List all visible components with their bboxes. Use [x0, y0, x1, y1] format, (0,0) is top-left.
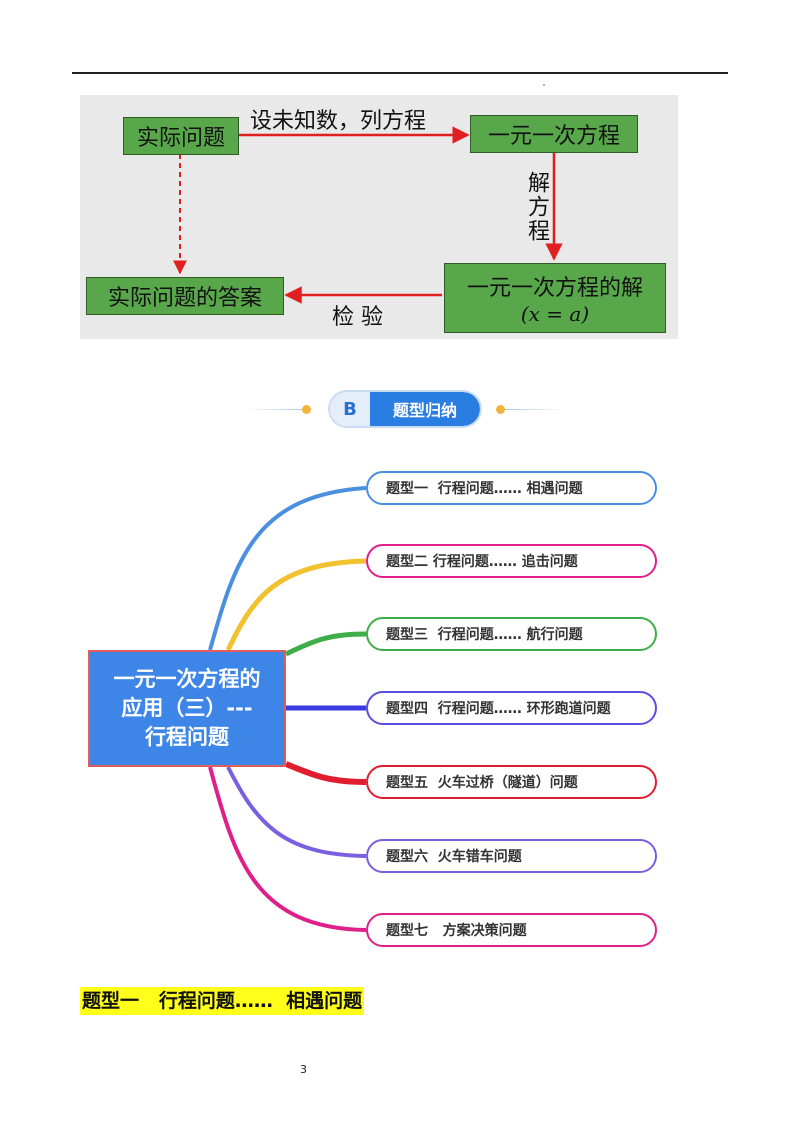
mindmap-center-line2: 应用（三）---: [121, 696, 253, 720]
branch-type-3-label: 题型三 行程问题…… 航行问题: [386, 627, 583, 643]
flow-arrows: [173, 126, 563, 304]
box-linear-equation-text: 一元一次方程: [487, 124, 620, 149]
box-equation-solution: 一元一次方程的解 (x = a): [444, 263, 666, 333]
connector-5: [284, 761, 367, 785]
box-equation-solution-formula: (x = a): [520, 302, 590, 326]
mindmap-center-line3: 行程问题: [145, 725, 229, 749]
branch-type-5: 题型五 火车过桥（隧道）问题: [366, 765, 657, 799]
badge-dot-left: [302, 405, 311, 414]
section-heading: 题型一 行程问题…… 相遇问题: [80, 987, 365, 1015]
page-number: 3: [300, 1063, 307, 1076]
connector-7: [208, 766, 367, 932]
box-real-problem: 实际问题: [123, 117, 239, 155]
box-problem-answer-text: 实际问题的答案: [107, 286, 262, 311]
flow-diagram: 实际问题 一元一次方程 实际问题的答案 一元一次方程的解 (x = a) 设未知…: [80, 95, 678, 339]
branch-type-4-label: 题型四 行程问题…… 环形跑道问题: [386, 701, 611, 717]
branch-type-1-label: 题型一 行程问题…… 相遇问题: [386, 481, 583, 497]
box-problem-answer: 实际问题的答案: [86, 277, 284, 315]
branch-type-7: 题型七 方案决策问题: [366, 913, 657, 947]
page-mark: [543, 84, 545, 86]
branch-type-6-label: 题型六 火车错车问题: [386, 849, 522, 865]
box-linear-equation: 一元一次方程: [470, 115, 638, 153]
badge-title: 题型归纳: [370, 392, 480, 426]
section-badge: B 题型归纳: [330, 392, 480, 426]
branch-type-7-label: 题型七 方案决策问题: [386, 923, 527, 939]
label-solve-equation: 解方程: [524, 171, 549, 243]
badge-line-right: [505, 409, 565, 410]
top-rule: [72, 72, 728, 74]
branch-type-5-label: 题型五 火车过桥（隧道）问题: [386, 775, 578, 791]
branch-type-2: 题型二 行程问题…… 追击问题: [366, 544, 657, 578]
mindmap-center: 一元一次方程的 应用（三）--- 行程问题: [88, 650, 286, 767]
label-verify: 检 验: [332, 305, 383, 330]
connector-2: [225, 558, 367, 652]
box-equation-solution-text: 一元一次方程的解: [466, 276, 643, 301]
label-set-unknown: 设未知数，列方程: [250, 109, 427, 134]
branch-type-6: 题型六 火车错车问题: [366, 839, 657, 873]
connector-1: [208, 486, 367, 651]
branch-type-3: 题型三 行程问题…… 航行问题: [366, 617, 657, 651]
badge-letter: B: [330, 392, 370, 426]
box-real-problem-text: 实际问题: [136, 126, 225, 151]
connector-3: [284, 631, 367, 657]
badge-line-left: [245, 409, 305, 410]
branch-type-2-label: 题型二 行程问题…… 追击问题: [386, 554, 578, 570]
branch-type-4: 题型四 行程问题…… 环形跑道问题: [366, 691, 657, 725]
branch-type-1: 题型一 行程问题…… 相遇问题: [366, 471, 657, 505]
badge-dot-right: [496, 405, 505, 414]
mindmap-center-line1: 一元一次方程的: [113, 667, 261, 691]
connector-6: [226, 766, 367, 858]
